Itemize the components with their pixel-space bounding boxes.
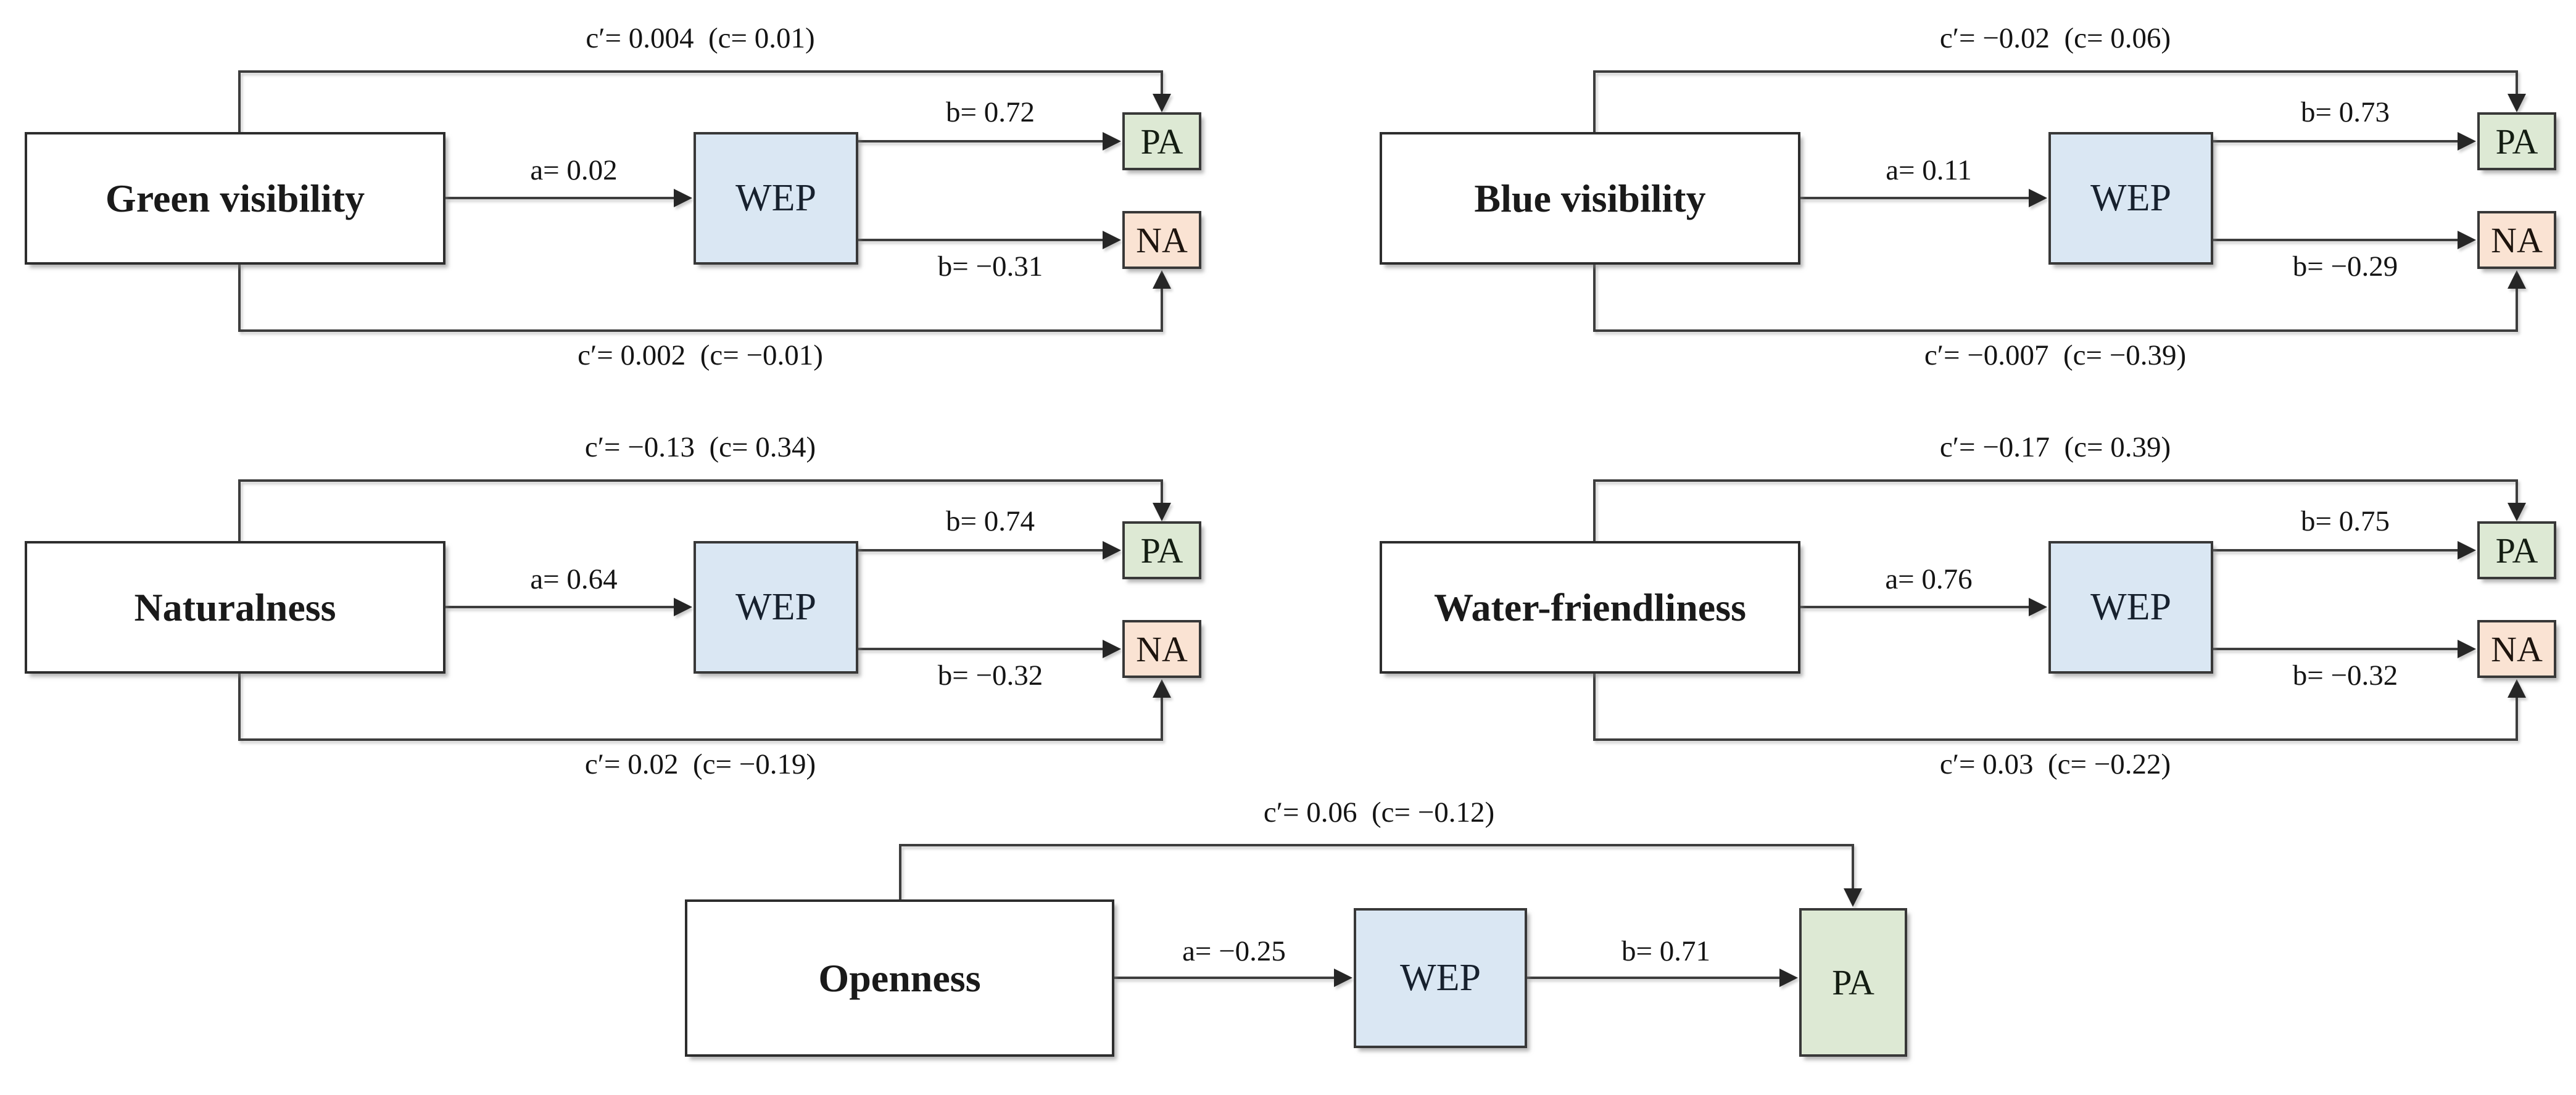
b-na-label: b= −0.32 bbox=[937, 659, 1043, 692]
total-effect-top-arrow bbox=[1593, 479, 2526, 541]
b-pa-label: b= 0.73 bbox=[2300, 96, 2390, 128]
a-path-label: a= −0.25 bbox=[1182, 935, 1286, 967]
predictor-box: Water-friendliness bbox=[1380, 541, 1800, 674]
pa-label: PA bbox=[1140, 530, 1183, 571]
mediator-label: WEP bbox=[1400, 957, 1481, 999]
b-pa-label: b= 0.72 bbox=[945, 96, 1035, 128]
total-effect-top-arrow bbox=[1593, 70, 2526, 132]
predictor-label: Water-friendliness bbox=[1434, 585, 1746, 629]
b-na-label: b= −0.29 bbox=[2292, 250, 2398, 283]
path-arrows bbox=[1593, 479, 2526, 741]
path-arrows bbox=[899, 844, 1862, 987]
b-path-na-arrow bbox=[858, 640, 1121, 658]
total-effect-top-arrow bbox=[238, 479, 1171, 541]
b-path-pa-arrow bbox=[2213, 541, 2476, 560]
a-path-arrow bbox=[1800, 598, 2047, 616]
b-path-pa-arrow bbox=[2213, 132, 2476, 151]
pa-outcome-box: PA bbox=[2477, 521, 2556, 579]
a-path-arrow bbox=[1800, 189, 2047, 207]
predictor-box: Green visibility bbox=[25, 132, 445, 265]
direct-effect-top-label: c′= 0.06 (c= −0.12) bbox=[1263, 796, 1495, 828]
na-label: NA bbox=[2491, 220, 2543, 260]
direct-effect-bottom-label: c′= 0.03 (c= −0.22) bbox=[1939, 748, 2171, 780]
b-pa-label: b= 0.71 bbox=[1621, 935, 1710, 967]
b-pa-label: b= 0.74 bbox=[945, 505, 1035, 537]
direct-effect-bottom-label: c′= 0.002 (c= −0.01) bbox=[578, 339, 823, 371]
pa-label: PA bbox=[2495, 121, 2538, 162]
mediator-box: WEP bbox=[2048, 541, 2213, 674]
direct-effect-top-label: c′= −0.13 (c= 0.34) bbox=[584, 431, 816, 463]
direct-effect-bottom-arrow bbox=[1593, 673, 2526, 741]
pa-outcome-box: PA bbox=[1799, 908, 1907, 1057]
predictor-label: Naturalness bbox=[134, 585, 336, 629]
path-arrows bbox=[1593, 70, 2526, 332]
mediator-box: WEP bbox=[1354, 908, 1527, 1048]
direct-effect-bottom-arrow bbox=[238, 673, 1171, 741]
mediator-box: WEP bbox=[2048, 132, 2213, 265]
direct-effect-top-label: c′= 0.004 (c= 0.01) bbox=[586, 22, 815, 54]
direct-effect-top-label: c′= −0.02 (c= 0.06) bbox=[1939, 22, 2171, 54]
a-path-arrow bbox=[1114, 969, 1352, 987]
b-na-label: b= −0.32 bbox=[2292, 659, 2398, 692]
direct-effect-top-label: c′= −0.17 (c= 0.39) bbox=[1939, 431, 2171, 463]
path-arrows bbox=[238, 70, 1171, 332]
mediation-diagram-blue-visibility: c′= −0.02 (c= 0.06) Blue visibility a= 0… bbox=[1380, 13, 2570, 395]
b-path-pa-arrow bbox=[1527, 969, 1798, 987]
predictor-label: Blue visibility bbox=[1474, 176, 1706, 220]
na-label: NA bbox=[1136, 629, 1188, 669]
direct-effect-bottom-label: c′= 0.02 (c= −0.19) bbox=[584, 748, 816, 780]
total-effect-top-arrow bbox=[238, 70, 1171, 132]
a-path-label: a= 0.76 bbox=[1885, 563, 1973, 595]
pa-outcome-box: PA bbox=[1122, 521, 1201, 579]
b-path-na-arrow bbox=[858, 231, 1121, 249]
a-path-label: a= 0.11 bbox=[1886, 154, 1972, 186]
direct-effect-bottom-label: c′= −0.007 (c= −0.39) bbox=[1924, 339, 2187, 371]
b-path-na-arrow bbox=[2213, 640, 2476, 658]
pa-label: PA bbox=[2495, 530, 2538, 571]
mediator-label: WEP bbox=[2090, 586, 2171, 628]
na-outcome-box: NA bbox=[2477, 620, 2556, 678]
mediator-label: WEP bbox=[2090, 177, 2171, 219]
mediation-diagram-green-visibility: c′= 0.004 (c= 0.01) Green visibility a= … bbox=[25, 13, 1216, 395]
predictor-label: Green visibility bbox=[105, 176, 365, 220]
total-effect-top-arrow bbox=[899, 844, 1862, 907]
mediator-label: WEP bbox=[735, 586, 816, 628]
pa-label: PA bbox=[1832, 962, 1874, 1002]
b-pa-label: b= 0.75 bbox=[2300, 505, 2390, 537]
a-path-arrow bbox=[445, 598, 692, 616]
a-path-arrow bbox=[445, 189, 692, 207]
pa-outcome-box: PA bbox=[1122, 112, 1201, 170]
mediation-diagram-openness: c′= 0.06 (c= −0.12) Openness a= −0.25 WE… bbox=[685, 796, 1919, 1086]
a-path-label: a= 0.02 bbox=[530, 154, 618, 186]
predictor-box: Blue visibility bbox=[1380, 132, 1800, 265]
na-outcome-box: NA bbox=[2477, 211, 2556, 269]
b-path-pa-arrow bbox=[858, 541, 1121, 560]
na-label: NA bbox=[2491, 629, 2543, 669]
direct-effect-bottom-arrow bbox=[1593, 264, 2526, 332]
na-outcome-box: NA bbox=[1122, 211, 1201, 269]
predictor-box: Naturalness bbox=[25, 541, 445, 674]
na-label: NA bbox=[1136, 220, 1188, 260]
mediator-box: WEP bbox=[694, 132, 858, 265]
b-na-label: b= −0.31 bbox=[937, 250, 1043, 283]
b-path-na-arrow bbox=[2213, 231, 2476, 249]
b-path-pa-arrow bbox=[858, 132, 1121, 151]
a-path-label: a= 0.64 bbox=[530, 563, 618, 595]
path-arrows bbox=[238, 479, 1171, 741]
pa-outcome-box: PA bbox=[2477, 112, 2556, 170]
na-outcome-box: NA bbox=[1122, 620, 1201, 678]
mediator-box: WEP bbox=[694, 541, 858, 674]
mediator-label: WEP bbox=[735, 177, 816, 219]
mediation-diagram-water-friendliness: c′= −0.17 (c= 0.39) Water-friendliness a… bbox=[1380, 422, 2570, 804]
mediation-diagram-naturalness: c′= −0.13 (c= 0.34) Naturalness a= 0.64 … bbox=[25, 422, 1216, 804]
predictor-box: Openness bbox=[685, 899, 1114, 1057]
direct-effect-bottom-arrow bbox=[238, 264, 1171, 332]
predictor-label: Openness bbox=[818, 956, 981, 1000]
pa-label: PA bbox=[1140, 121, 1183, 162]
